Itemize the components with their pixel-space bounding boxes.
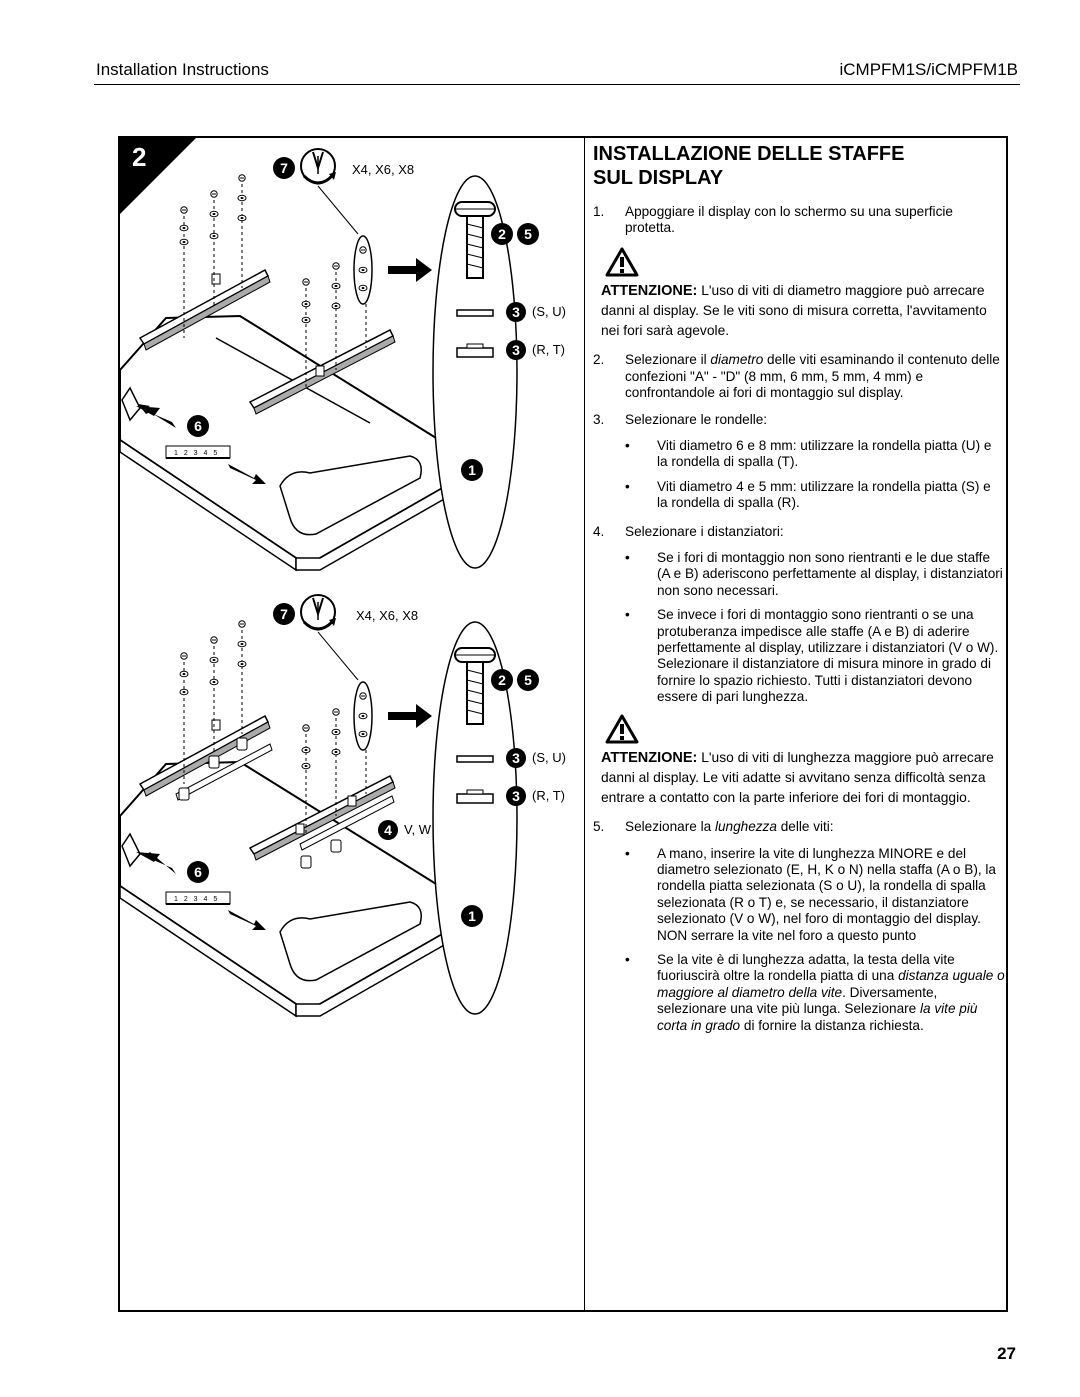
step-3: 3. Selezionare le rondelle: [593,411,768,427]
warning-triangle-icon [605,247,639,277]
su-label-bottom: (S, U) [532,750,566,765]
warning-label: ATTENZIONE: [601,282,698,299]
list-item: •Se la vite è di lunghezza adatta, la te… [625,951,1005,1033]
header-rule [94,84,1020,85]
rt-label-bottom: (R, T) [532,788,565,803]
callout-6-bottom: 6 [194,864,202,880]
step-number: 2 [132,142,146,172]
screws-label-top: X4, X6, X8 [352,162,414,177]
rt-label-top: (R, T) [532,342,565,357]
step-2: 2. Selezionare il diametro delle viti es… [593,352,1000,401]
warning-triangle-icon [605,714,639,744]
callout-1-top: 1 [468,462,476,478]
callout-7-top: 7 [280,160,288,176]
list-item: •Viti diametro 6 e 8 mm: utilizzare la r… [625,437,992,470]
callout-7-bottom: 7 [280,606,288,622]
column-divider [584,136,585,1312]
callout-3b-bottom: 3 [512,788,520,804]
callout-4-bottom: 4 [384,822,392,838]
ruler-label-top: 1 2 3 4 5 [174,450,219,457]
vw-label-bottom: V, W [404,822,432,837]
step-5: 5. Selezionare la lunghezza delle viti: [593,819,834,835]
svg-text:2: 2 [498,226,506,242]
installation-figure: 2 [120,138,566,1018]
list-item: •Se invece i fori di montaggio sono rien… [625,607,999,705]
list-item: •Viti diametro 4 e 5 mm: utilizzare la r… [625,478,991,511]
title-line-2: SUL DISPLAY [593,167,724,189]
header-right: iCMPFM1S/iCMPFM1B [839,60,1018,79]
figure-top: 1 2 3 4 5 7 X4, X6, X8 2 5 2 5 3 (S, U) … [120,148,566,572]
step-4: 4. Selezionare i distanziatori: [593,523,784,539]
svg-text:5: 5 [524,226,532,242]
screws-label-bottom: X4, X6, X8 [356,608,418,623]
warning-length: ATTENZIONE: L'uso di viti di lunghezza m… [601,714,1005,808]
svg-text:2: 2 [498,672,506,688]
warning-diameter: ATTENZIONE: L'uso di viti di diametro ma… [601,247,1005,341]
callout-3a-bottom: 3 [512,750,520,766]
list-item: •A mano, inserire la vite di lunghezza M… [625,845,996,943]
callout-3b-top: 3 [512,342,520,358]
su-label-top: (S, U) [532,304,566,319]
wrench-rotate-icon-bottom [300,594,336,631]
wrench-rotate-icon-top [300,148,336,185]
figure-bottom: 1 2 3 4 5 7 X4, X6, X8 2 5 2 5 3 (S, U) … [120,594,566,1018]
header-left: Installation Instructions [96,60,269,79]
warning-label: ATTENZIONE: [601,749,698,766]
step-corner-tab [120,138,196,214]
ruler-label-bottom: 1 2 3 4 5 [174,896,219,903]
step-1: 1. Appoggiare il display con lo schermo … [593,204,953,236]
page-number: 27 [997,1344,1016,1363]
callout-6-top: 6 [194,418,202,434]
section-title: INSTALLAZIONE DELLE STAFFE SUL DISPLAY [593,142,1005,190]
instructions-column: INSTALLAZIONE DELLE STAFFE SUL DISPLAY 1… [593,142,1005,1042]
svg-text:5: 5 [524,672,532,688]
content-frame [118,136,1008,1312]
callout-1-bottom: 1 [468,908,476,924]
callout-3a-top: 3 [512,304,520,320]
title-line-1: INSTALLAZIONE DELLE STAFFE [593,143,905,165]
list-item: •Se i fori di montaggio non sono rientra… [625,549,1003,598]
